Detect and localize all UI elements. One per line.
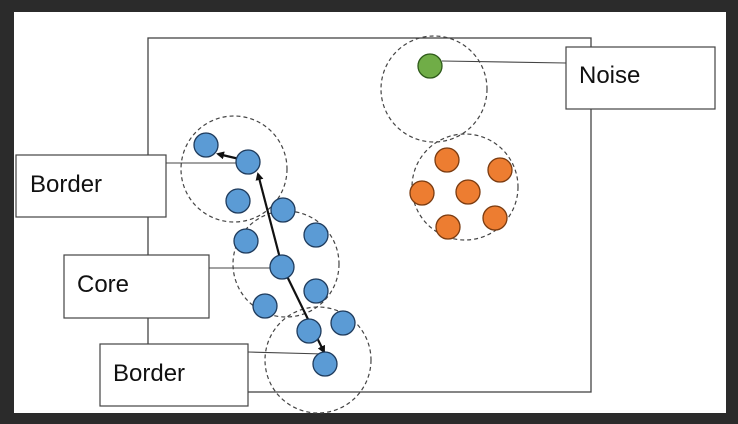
core-neighborhood <box>232 210 340 318</box>
blue-cluster-points <box>193 132 356 377</box>
data-point <box>330 310 356 336</box>
label-core: Core <box>63 254 210 319</box>
data-point <box>269 254 295 280</box>
label-border-top-box <box>15 154 167 218</box>
arrow-core-to-upper-core <box>255 172 284 267</box>
orange-cluster-points <box>409 147 513 240</box>
label-noise-box <box>565 46 716 110</box>
data-point <box>193 132 219 158</box>
orange-cluster-neighborhood <box>411 133 519 241</box>
label-noise: Noise <box>565 46 716 110</box>
data-point <box>225 188 251 214</box>
data-point <box>434 147 460 173</box>
label-border-bottom-box <box>99 343 249 407</box>
data-point <box>455 179 481 205</box>
data-point <box>235 149 261 175</box>
data-point <box>303 222 329 248</box>
data-point <box>252 293 278 319</box>
data-point <box>270 197 296 223</box>
label-border-bottom-text: Border <box>113 360 185 387</box>
label-noise-text: Noise <box>579 62 640 89</box>
label-core-text: Core <box>77 271 129 298</box>
data-point <box>482 205 508 231</box>
data-point <box>409 180 435 206</box>
border-bottom-neighborhood <box>264 306 372 414</box>
data-point <box>487 157 513 183</box>
label-border-bottom: Border <box>99 343 249 407</box>
border-bottom-leader-line <box>247 351 325 355</box>
data-point <box>303 278 329 304</box>
noise-leader-line <box>441 60 567 64</box>
data-point <box>435 214 461 240</box>
label-border-top: Border <box>15 154 167 218</box>
data-point <box>312 351 338 377</box>
data-point <box>296 318 322 344</box>
label-core-box <box>63 254 210 319</box>
epsilon-neighborhoods <box>180 35 519 414</box>
data-point <box>233 228 259 254</box>
noise-point <box>417 53 443 79</box>
label-border-top-text: Border <box>30 171 102 198</box>
border-top-neighborhood <box>180 115 288 223</box>
noise-neighborhood <box>380 35 488 143</box>
